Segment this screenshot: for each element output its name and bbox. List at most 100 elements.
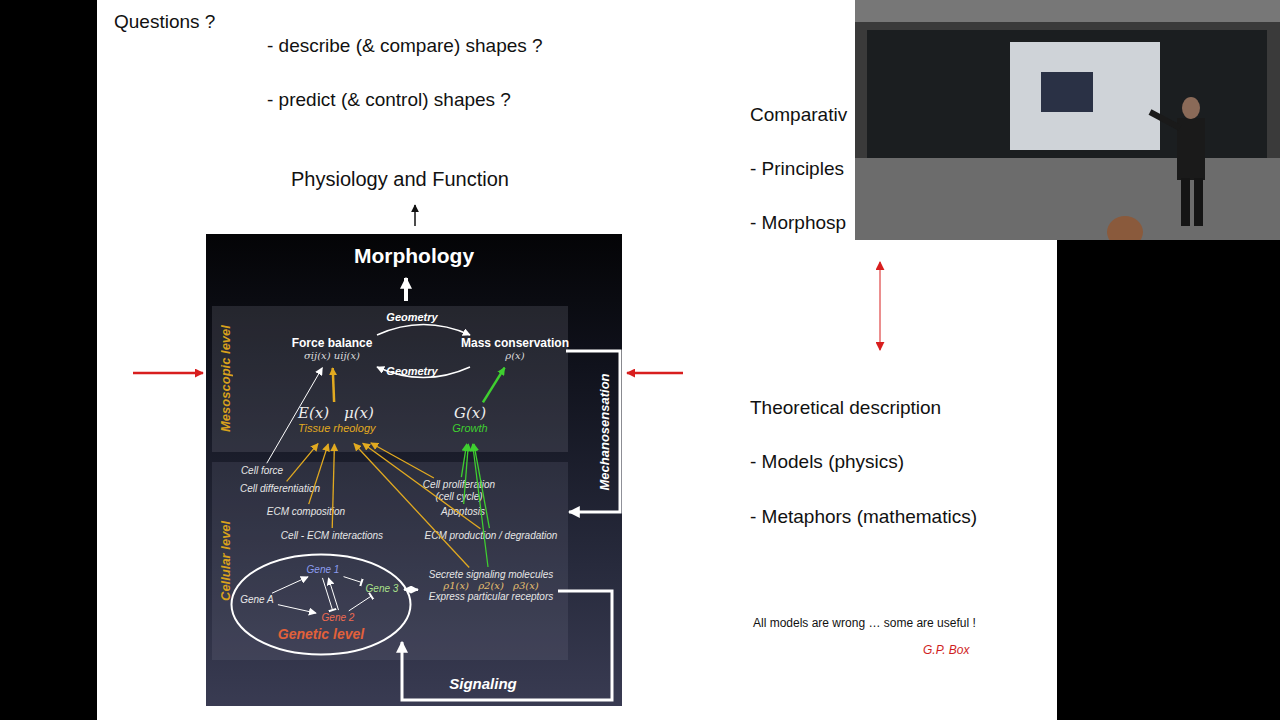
node-text: Tissue rheology: [298, 422, 372, 434]
gene-node: Gene 1: [304, 564, 342, 576]
connector: [349, 596, 371, 611]
connector: [483, 368, 505, 403]
connector: [332, 444, 334, 528]
audience-head: [1107, 216, 1143, 240]
connector: [371, 443, 434, 478]
speaker-leg: [1194, 178, 1203, 226]
gene-node: Gene A: [238, 594, 276, 606]
level-band: Cellular levelCell forceCell differentia…: [212, 462, 568, 660]
floor: [855, 158, 1280, 240]
bullet-text: - Metaphors (mathematics): [750, 506, 977, 528]
node-text: ECM composition: [264, 506, 348, 517]
bullet-text: - Models (physics): [750, 451, 904, 473]
connector: [404, 588, 418, 591]
section-heading: Theoretical description: [750, 397, 941, 419]
red-arrow: [627, 372, 683, 375]
up-arrow: [404, 278, 408, 301]
process-text: Cell differentiation: [230, 483, 330, 496]
connector: [464, 444, 469, 504]
process-text: ECM composition: [264, 506, 348, 519]
projected-slide: [1041, 72, 1093, 112]
connector: [278, 605, 316, 613]
node-text: Growth: [440, 422, 500, 434]
connector: [322, 578, 332, 610]
ceiling: [855, 0, 1280, 22]
node-text: ρ(x): [460, 350, 570, 361]
speaker-leg: [1181, 178, 1190, 226]
room-wall: [855, 0, 1280, 240]
bullet-text: - Principles: [750, 158, 844, 180]
node-text: Cell differentiation: [230, 483, 330, 494]
connector: [402, 591, 612, 700]
node-text: ECM production / degradation: [420, 530, 562, 541]
red-arrow: [133, 372, 203, 375]
node-text: Mass conservation: [460, 336, 570, 350]
connector: [354, 443, 469, 567]
equation-node: Force balanceσij(x) uij(x): [277, 336, 387, 366]
process-text: Cell force: [236, 465, 288, 478]
node-text: E(x) μ(x): [298, 404, 372, 422]
node-text: Express particular receptors: [420, 591, 562, 602]
projection-screen: [1010, 42, 1160, 150]
speaker-arm: [1150, 112, 1180, 128]
connector: [363, 443, 481, 529]
node-text: Cell force: [236, 465, 288, 476]
heading: Questions ?: [114, 11, 215, 33]
quote-author: G.P. Box: [923, 643, 969, 657]
bullet-text: - predict (& control) shapes ?: [267, 89, 511, 111]
node-text: G(x): [440, 404, 500, 422]
gene-node: Gene 3: [362, 583, 402, 595]
node-text: Secrete signaling molecules: [420, 569, 562, 580]
blackboard: [867, 30, 1267, 158]
connector: [267, 368, 323, 464]
process-text: ECM production / degradation: [420, 530, 562, 543]
edge-label: Signaling: [449, 675, 517, 692]
connector: [377, 325, 470, 336]
node-text: Morphology: [206, 244, 622, 268]
node-text: Gene 2: [318, 612, 358, 623]
connector: [461, 444, 466, 477]
red-double-arrow: [880, 262, 881, 350]
connector: [309, 444, 329, 504]
node-text: Cell - ECM interactions: [278, 530, 386, 541]
field-node: E(x) μ(x)Tissue rheology: [298, 404, 372, 442]
connector: [344, 577, 362, 583]
node-text: Genetic level: [230, 626, 412, 642]
connector: [287, 444, 318, 482]
node-text: Cellular level: [218, 462, 233, 660]
signaling-node: Secrete signaling moleculesρ1(x) ρ2(x) ρ…: [420, 569, 562, 613]
process-text: Cell proliferation (cell cycle): [418, 479, 500, 505]
bullet-text: - Morphosp: [750, 212, 846, 234]
connector: [328, 578, 338, 610]
output-label: Physiology and Function: [291, 168, 509, 191]
process-text: Cell - ECM interactions: [278, 530, 386, 543]
node-text: Gene 3: [362, 583, 402, 594]
connector: [333, 368, 334, 402]
bullet-text: - describe (& compare) shapes ?: [267, 35, 543, 57]
connector: [566, 351, 620, 512]
field-node: G(x)Growth: [440, 404, 500, 442]
speaker-video-inset: [855, 0, 1280, 240]
genetic-ellipse: Genetic level Gene 1 Gene A Gene 3 Gene 2: [230, 553, 412, 656]
gene-node: Gene 2: [318, 612, 358, 624]
node-text: Gene 1: [304, 564, 342, 575]
quote-text: All models are wrong … some are useful !: [753, 616, 976, 630]
level-band: Mesoscopic levelForce balanceσij(x) uij(…: [212, 306, 568, 452]
equation-node: Mass conservationρ(x): [460, 336, 570, 366]
diagram-panel: MorphologyMesoscopic levelForce balanceσ…: [206, 234, 622, 706]
node-text: Force balance: [277, 336, 387, 350]
edge-label: Mechanosensation: [597, 373, 612, 490]
node-text: Gene A: [238, 594, 276, 605]
speaker-head: [1182, 97, 1200, 119]
process-text: Apoptosis: [438, 506, 488, 519]
node-text: σij(x) uij(x): [277, 350, 387, 361]
connector: [473, 444, 488, 567]
connector: [272, 577, 308, 593]
section-heading: Comparativ: [750, 104, 847, 126]
up-arrow: [414, 205, 416, 226]
